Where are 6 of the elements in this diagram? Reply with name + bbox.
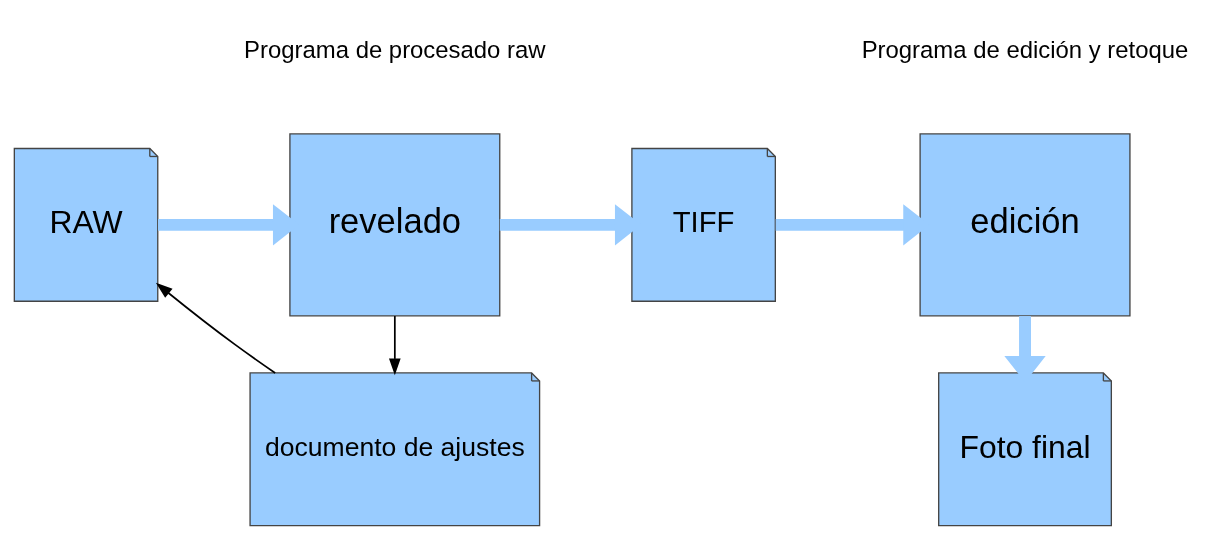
arrow [155, 282, 277, 374]
node-label: Programa de edición y retoque [861, 36, 1189, 64]
arrow [388, 315, 401, 376]
node-label: Programa de procesado raw [244, 36, 546, 64]
node-box: revelado [289, 133, 501, 317]
node-box: edición [919, 133, 1131, 317]
